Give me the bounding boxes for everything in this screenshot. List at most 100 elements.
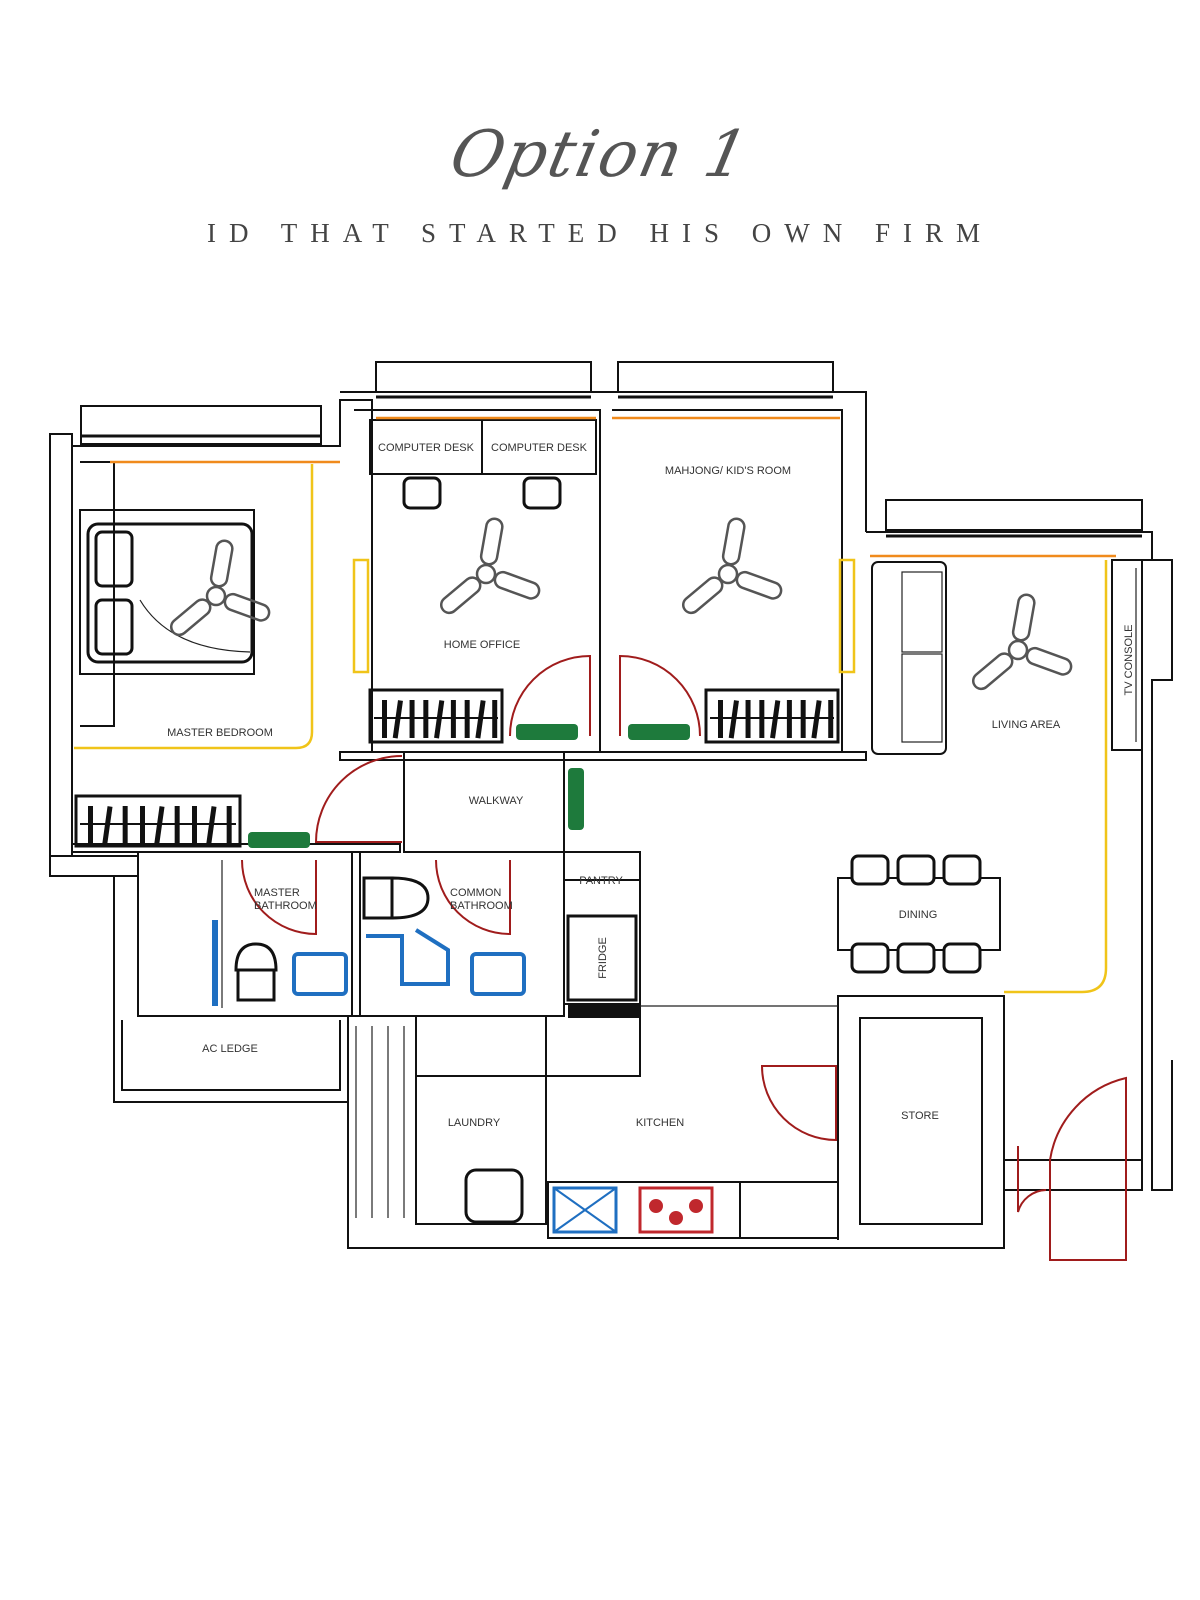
fan-icon [681,517,783,615]
label-common-bathroom-1: COMMON [450,887,501,899]
cabinet-line-living [1004,560,1108,994]
fan-icon [439,517,541,615]
dining-chair [942,854,982,886]
wardrobe-hangers [80,700,834,845]
basin-master [292,952,348,996]
dining-chair [850,942,890,974]
office-chair [522,476,562,510]
label-mahjong: MAHJONG/ KID'S ROOM [665,465,791,477]
door-main-leaf [1017,1146,1047,1213]
window-bay-mahjong [617,361,834,393]
wall-left [49,433,73,857]
fan-hub [475,563,497,585]
doors [241,654,1127,1261]
stove [638,1186,714,1234]
hanger [811,700,822,739]
entrance-frame [1004,1159,1143,1191]
label-living-area: LIVING AREA [992,719,1061,731]
aircon-living [568,768,584,830]
label-home-office: HOME OFFICE [444,639,520,651]
door-kitchen [760,1065,837,1142]
aircon-mahjong [628,724,690,740]
label-computer-desk-2: COMPUTER DESK [491,442,588,454]
window-bays [80,361,1143,538]
fan-blade [1025,646,1073,676]
fan-blade [169,598,212,637]
kitchen-sink [552,1186,618,1234]
fan-blade [439,576,482,615]
sofa-cushion [901,571,943,653]
master-bed [79,461,255,727]
wall-ac-ledge-inner [121,1020,341,1091]
fan-blade [735,570,783,600]
label-master-bathroom-1: MASTER [254,887,300,899]
fan-blade [479,517,504,566]
wall-top [340,391,867,532]
wall-right [1142,559,1173,1191]
tv-console [1111,559,1143,751]
cabinet-lines [74,416,1116,994]
label-dining: DINING [899,909,938,921]
fan-blade [223,592,271,622]
wall-walkway [403,752,565,853]
wardrobe-master [74,794,242,848]
fridge-base [568,1004,640,1018]
dining-chair [896,942,936,974]
label-master-bathroom-2: BATHROOM [254,900,317,912]
computer-desk [481,419,597,475]
store-inner [859,1017,983,1225]
cabinet-line-master [74,464,314,750]
bed-headboard [79,509,255,675]
dining-chair [942,942,982,974]
cabinet-line-mahjong [838,558,856,674]
hanger [392,700,403,739]
wall-kitchen-top [545,1004,641,1077]
basin-common [470,952,526,996]
sanitary [212,876,714,1234]
hanger [475,700,486,739]
fan-blade [721,517,746,566]
hanger [154,806,165,845]
sofa-cushion [901,653,943,743]
aircon-office [516,724,578,740]
shower-screen [212,920,218,1006]
wall-laundry [415,1016,547,1225]
dining-chair [850,854,890,886]
wall-master-top-right [72,399,373,753]
wall-mahjong-inner [612,409,843,752]
ceiling-fans [169,517,1073,691]
door-common-bath [435,859,511,936]
aircon-units [248,724,690,848]
label-kitchen: KITCHEN [636,1117,684,1129]
fan-blade [681,576,724,615]
fan-hub [1007,639,1029,661]
washing-machine [464,1168,524,1224]
dining-chair [896,854,936,886]
label-laundry: LAUNDRY [448,1117,501,1129]
fan-blade [493,570,541,600]
room-labels: COMPUTER DESK COMPUTER DESK MAHJONG/ KID… [167,442,1135,1129]
fan-blade [209,539,234,588]
door-mahjong [619,654,701,737]
label-pantry: PANTRY [579,875,623,887]
toilet-common [390,876,430,920]
bed [86,522,254,664]
hanger [102,806,113,845]
computer-desks [369,419,597,510]
wardrobes [74,688,840,848]
label-walkway: WALKWAY [469,795,524,807]
shower-screen-common [366,928,450,986]
wardrobe-office [368,688,504,744]
office-chair [402,476,442,510]
stove-burner [669,1211,683,1225]
wall-left-bottom [49,855,139,877]
stove-burner [689,1199,703,1213]
door-master [314,755,403,843]
hanger [770,700,781,739]
wall-office-inner [354,409,601,752]
label-master-bedroom: MASTER BEDROOM [167,727,273,739]
toilet-tank-master [236,968,276,1002]
toilet-master [234,942,278,972]
fan-blade [1011,593,1036,642]
wall-living-top [866,531,1153,560]
